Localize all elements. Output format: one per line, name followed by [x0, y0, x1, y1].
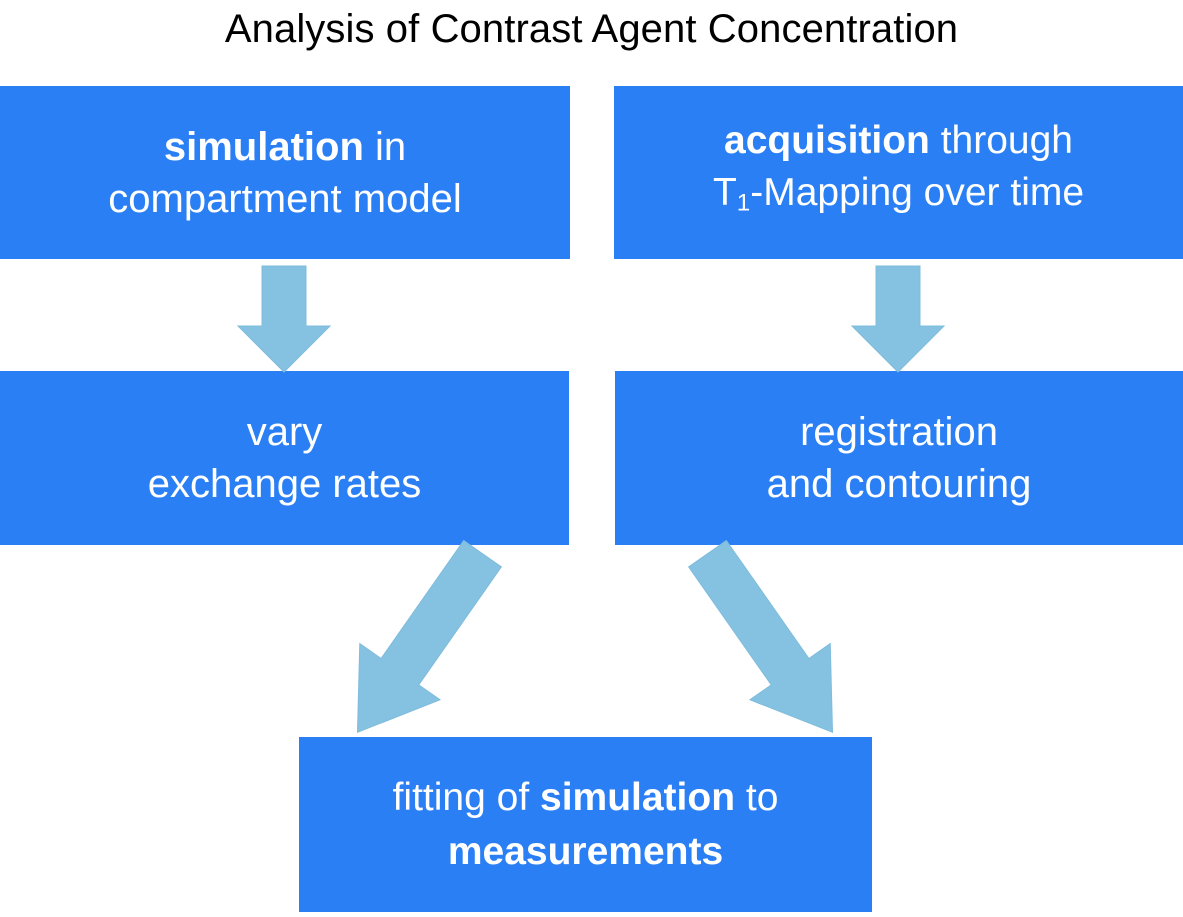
process-box-vary-text: vary exchange rates	[0, 406, 569, 510]
process-box-fitting-line1-prefix: fitting of	[392, 775, 540, 819]
process-box-acquisition-line1-rest: through	[929, 119, 1073, 163]
process-box-registration-line2: and contouring	[766, 462, 1032, 506]
arrow-acquisition-to-registration-icon	[850, 265, 946, 373]
arrow-simulation-to-vary-icon	[236, 265, 332, 373]
process-box-fitting-line1-suffix: to	[735, 775, 779, 819]
process-box-simulation-line2: compartment model	[108, 176, 462, 221]
process-box-fitting-bold-measurements: measurements	[447, 829, 724, 873]
process-box-acquisition-bold: acquisition	[724, 119, 930, 163]
process-box-vary-line1: vary	[246, 410, 323, 454]
process-box-fitting-bold-simulation: simulation	[540, 775, 736, 819]
process-box-registration-text: registration and contouring	[615, 406, 1183, 510]
process-box-fitting: fitting of simulation to measurements	[299, 737, 872, 912]
process-box-acquisition-subscript: 1	[736, 189, 751, 217]
process-box-vary-line2: exchange rates	[147, 462, 422, 506]
process-box-acquisition-line2-prefix: T	[712, 171, 737, 215]
process-box-simulation: simulation in compartment model	[0, 86, 570, 259]
process-box-acquisition-text: acquisition through T1-Mapping over time	[614, 115, 1183, 229]
process-box-vary-exchange-rates: vary exchange rates	[0, 371, 569, 545]
arrow-vary-to-fitting-icon	[340, 539, 503, 740]
arrow-registration-to-fitting-icon	[687, 539, 850, 740]
process-box-simulation-line1-rest: in	[363, 124, 407, 169]
process-box-simulation-text: simulation in compartment model	[0, 121, 570, 225]
process-box-registration-line1: registration	[800, 410, 998, 454]
process-box-acquisition: acquisition through T1-Mapping over time	[614, 86, 1183, 259]
process-box-registration-and-contouring: registration and contouring	[615, 371, 1183, 545]
process-box-simulation-bold: simulation	[163, 124, 364, 169]
process-box-acquisition-line2-rest: -Mapping over time	[750, 171, 1085, 215]
process-box-fitting-text: fitting of simulation to measurements	[299, 771, 872, 879]
page-title: Analysis of Contrast Agent Concentration	[224, 7, 959, 51]
